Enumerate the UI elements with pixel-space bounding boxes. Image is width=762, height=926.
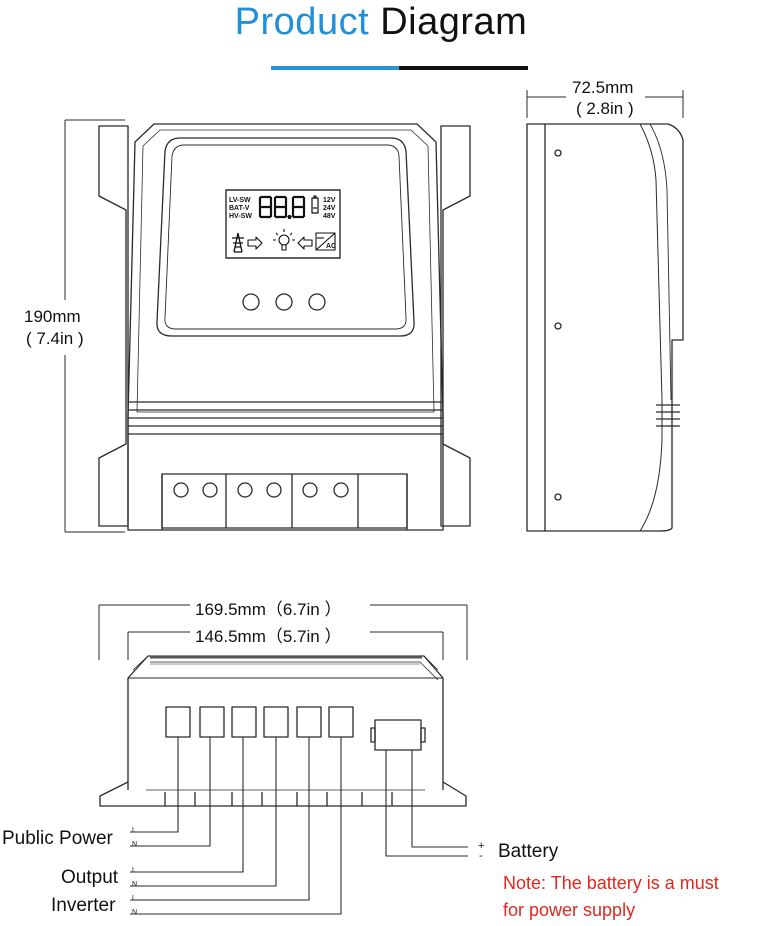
height-mm-label: 190mm <box>24 307 81 326</box>
bulb-icon <box>273 229 295 251</box>
inverter-label: Inverter <box>51 895 116 916</box>
outer-width-label: 169.5mm（6.7in ） <box>195 600 342 619</box>
panel-button-1[interactable] <box>242 293 260 311</box>
panel-button-3[interactable] <box>308 293 326 311</box>
inner-width-label: 146.5mm（5.7in ） <box>195 627 342 646</box>
title-word-diagram: Diagram <box>380 1 528 43</box>
battery-label: Battery <box>498 841 559 862</box>
side-view <box>526 90 684 532</box>
panel-button-2[interactable] <box>275 293 293 311</box>
bottom-view <box>98 604 468 915</box>
lcd-battery-icon <box>311 195 319 214</box>
title-underline-black <box>399 66 528 70</box>
height-in-label: ( 7.4in ) <box>26 329 84 348</box>
lcd-label-hv-sw: HV-SW <box>229 213 252 220</box>
front-view <box>64 119 471 533</box>
lcd-digits <box>258 195 306 220</box>
lcd-label-lv-sw: LV-SW <box>229 197 251 204</box>
battery-plus-sign: + <box>478 840 485 852</box>
note-line-2: for power supply <box>503 900 636 920</box>
title-underline-blue <box>271 66 399 70</box>
battery-minus-sign: - <box>479 850 483 862</box>
page-title: Product Diagram <box>0 0 762 48</box>
lcd-voltage-12v: 12V <box>323 197 336 204</box>
output-pin-n: N <box>132 881 138 888</box>
title-word-product: Product <box>234 1 370 43</box>
inverter-pin-n: N <box>132 909 138 916</box>
lcd-ac-label: AC <box>326 243 337 250</box>
lcd-voltage-24v: 24V <box>323 205 336 212</box>
arrow-right-icon <box>247 236 263 250</box>
inverter-pin-l: L <box>132 895 136 902</box>
lcd-label-bat-v: BAT-V <box>229 205 250 212</box>
arrow-left-icon <box>297 236 313 250</box>
depth-in-label: ( 2.8in ) <box>576 99 634 118</box>
solar-panel-icon <box>315 232 336 251</box>
note-line-1: Note: The battery is a must <box>503 873 719 893</box>
public-power-pin-n: N <box>132 841 138 848</box>
tower-icon <box>232 232 244 253</box>
output-pin-l: L <box>132 867 136 874</box>
output-label: Output <box>61 867 119 888</box>
public-power-label: Public Power <box>2 828 113 849</box>
public-power-pin-l: L <box>132 827 136 834</box>
lcd-voltage-48v: 48V <box>323 213 336 220</box>
depth-mm-label: 72.5mm <box>572 78 634 97</box>
